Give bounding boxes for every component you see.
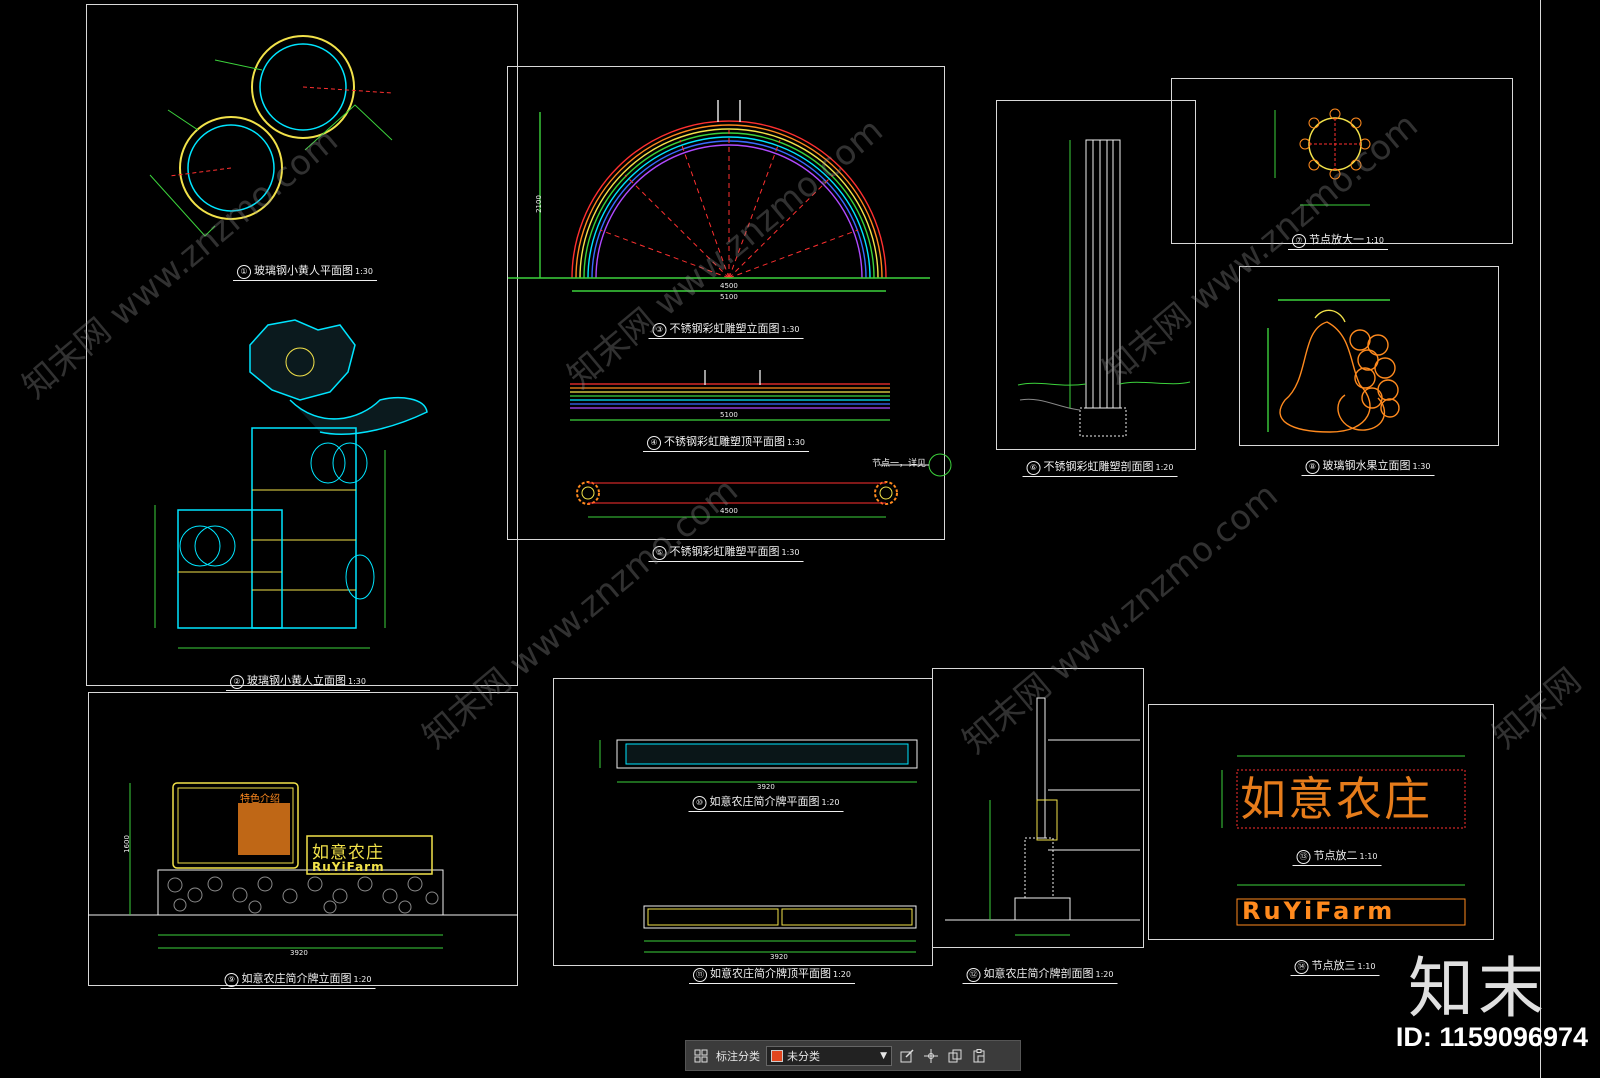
sign-board-heading: 特色介绍 bbox=[240, 794, 280, 805]
rainbow-top-total-dim: 5100 bbox=[720, 411, 738, 419]
annotation-toolbar: 标注分类 未分类 ▼ bbox=[685, 1040, 1021, 1071]
node-detail-1 bbox=[1274, 108, 1371, 206]
node-detail-2-3 bbox=[1221, 755, 1466, 926]
sign-plan bbox=[599, 739, 918, 783]
frame-sign-elevation bbox=[88, 692, 518, 986]
minion-plan bbox=[149, 35, 393, 237]
frame-minion bbox=[86, 4, 518, 686]
resource-id: ID: 1159096974 bbox=[1395, 1022, 1588, 1052]
chevron-down-icon: ▼ bbox=[880, 1050, 887, 1061]
frame-fruit bbox=[1239, 266, 1499, 446]
rainbow-plan bbox=[576, 453, 952, 518]
move-icon[interactable] bbox=[922, 1047, 940, 1065]
minion-plan-ring-outer-b bbox=[179, 116, 283, 220]
sign-board-frame bbox=[172, 782, 299, 869]
edit-icon[interactable] bbox=[898, 1047, 916, 1065]
rainbow-width-dim: 4500 bbox=[720, 282, 738, 290]
category-select-value: 未分类 bbox=[787, 1049, 820, 1063]
sign-elev-cn-text: 如意农庄 bbox=[312, 843, 384, 863]
rainbow-total-dim: 5100 bbox=[720, 293, 738, 301]
sign-elevation bbox=[88, 782, 518, 949]
minion-plan-ring-outer-a bbox=[251, 35, 355, 139]
fruit-elevation bbox=[1267, 299, 1400, 433]
category-color-swatch bbox=[771, 1049, 783, 1062]
minion-short-cylinder bbox=[177, 509, 283, 629]
paste-icon[interactable] bbox=[970, 1047, 988, 1065]
toolbar-label: 标注分类 bbox=[716, 1049, 760, 1063]
sign-total-dim: 3920 bbox=[290, 949, 308, 957]
frame-rainbow-section bbox=[996, 100, 1196, 450]
brand-logo: 知末 bbox=[1408, 950, 1548, 1027]
sign-plan-total-dim: 3920 bbox=[757, 783, 775, 791]
rainbow-elevation bbox=[508, 100, 930, 292]
rainbow-plan-width-dim: 4500 bbox=[720, 507, 738, 515]
category-select[interactable]: 未分类 ▼ bbox=[766, 1045, 892, 1066]
rainbow-top-plan bbox=[570, 370, 890, 421]
grid-icon[interactable] bbox=[692, 1047, 710, 1065]
rainbow-height-dim: 2100 bbox=[534, 195, 543, 213]
minion-elevation bbox=[154, 319, 428, 649]
minion-tall-cylinder bbox=[251, 427, 357, 629]
rainbow-section bbox=[1017, 139, 1191, 437]
copy-icon[interactable] bbox=[946, 1047, 964, 1065]
minion-plan-ring-inner-a bbox=[259, 43, 347, 131]
frame-node-1 bbox=[1171, 78, 1513, 244]
node-callout-text: 节点一，详见 bbox=[872, 459, 927, 469]
sign-top-total-dim: 3920 bbox=[770, 953, 788, 961]
sign-height-dim: 1600 bbox=[122, 835, 131, 853]
minion-plan-ring-inner-b bbox=[187, 124, 275, 212]
frame-sign-section bbox=[932, 668, 1144, 948]
frame-rainbow bbox=[507, 66, 945, 540]
sign-section bbox=[945, 697, 1140, 936]
frame-sheet-border bbox=[1540, 0, 1542, 1078]
frame-node-2-3 bbox=[1148, 704, 1494, 940]
node3-en-text: RuYiFarm bbox=[1242, 897, 1396, 925]
sign-top-plan bbox=[643, 905, 917, 953]
minion-head-cloud bbox=[249, 319, 356, 401]
node2-cn-text: 如意农庄 bbox=[1240, 772, 1432, 826]
sign-elev-en-text: RuYiFarm bbox=[312, 860, 385, 874]
